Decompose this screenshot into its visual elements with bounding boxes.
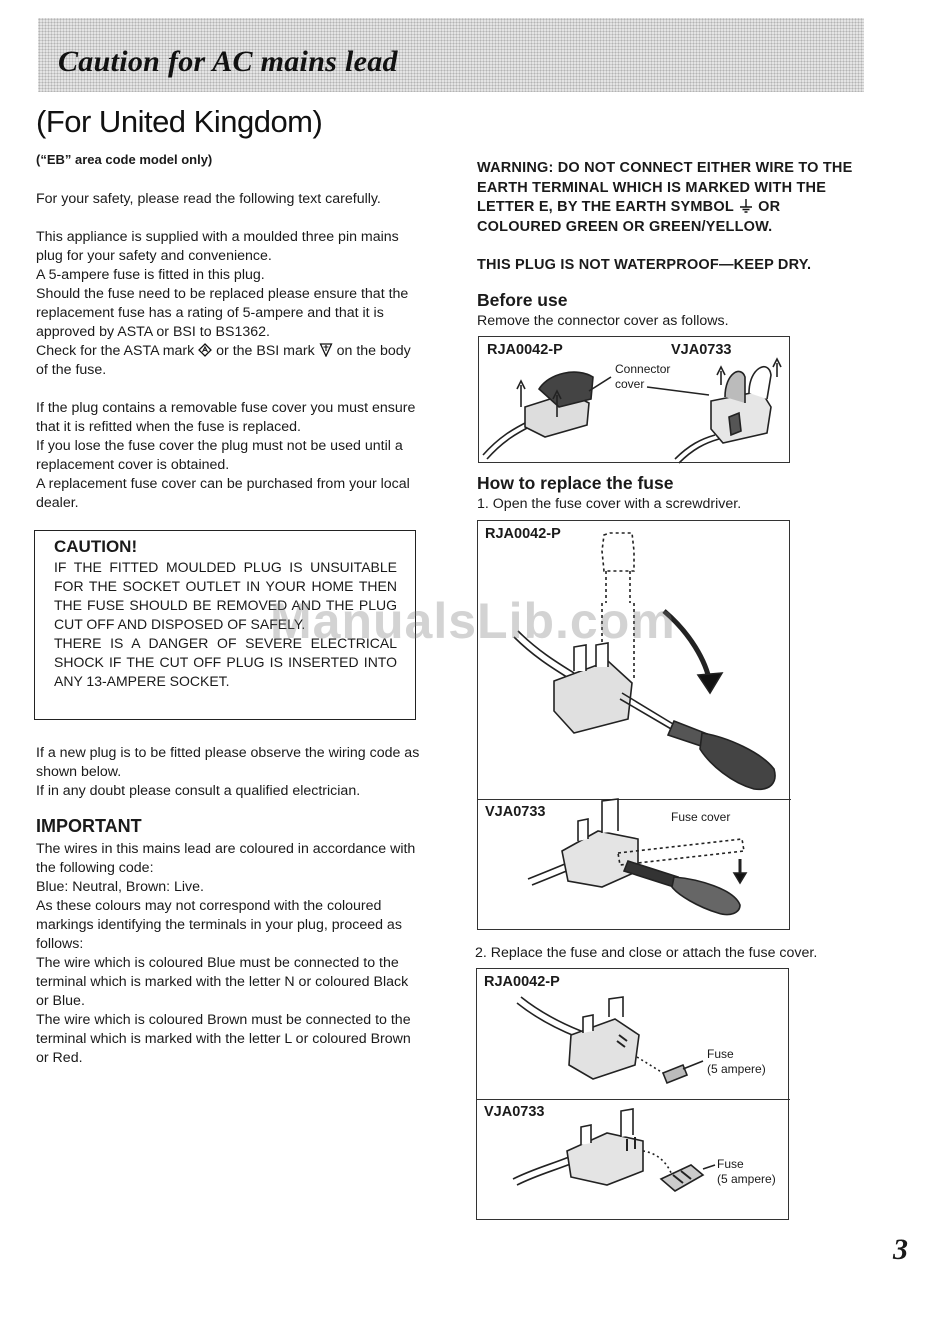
watermark: ManualsLib.com xyxy=(270,593,676,649)
step2-text: 2. Replace the fuse and close or attach … xyxy=(475,945,818,961)
new-plug-line-2: If in any doubt please consult a qualifi… xyxy=(36,783,361,799)
supply-line-2: A 5-ampere fuse is fitted in this plug. xyxy=(36,267,265,283)
cover-line-1: If the plug contains a removable fuse co… xyxy=(36,400,416,435)
new-plug-section: If a new plug is to be fitted please obs… xyxy=(36,744,420,801)
intro-section: For your safety, please read the followi… xyxy=(36,190,420,532)
header-banner xyxy=(38,18,864,92)
not-waterproof-text: THIS PLUG IS NOT WATERPROOF—KEEP DRY. xyxy=(477,257,812,273)
warning-text-b: OR COLOURED GREEN OR GREEN/YELLOW. xyxy=(477,199,781,235)
bsi-kitemark-icon xyxy=(319,343,333,358)
caution-text-2: THERE IS A DANGER OF SEVERE ELECTRICAL S… xyxy=(54,635,397,689)
check-text-b: or the BSI mark xyxy=(216,343,315,359)
connector-cover-figure: RJA0042-P VJA0733 Connector cover xyxy=(478,336,790,464)
asta-mark-icon xyxy=(198,343,213,357)
fig3-model-a: RJA0042-P xyxy=(484,974,560,990)
fuse-label-a: Fuse (5 ampere) xyxy=(707,1047,766,1076)
earth-symbol-icon xyxy=(739,199,752,213)
new-plug-line-1: If a new plug is to be fitted please obs… xyxy=(36,745,420,780)
important-line-4: The wire which is coloured Blue must be … xyxy=(36,955,409,1009)
fig2-model-b: VJA0733 xyxy=(485,804,546,820)
fig2-model-a: RJA0042-P xyxy=(485,526,561,542)
page-subtitle: (“EB” area code model only) xyxy=(36,152,213,167)
replace-fuse-figure: RJA0042-P VJA0733 Fuse (5 ampere) Fuse (… xyxy=(476,968,790,1220)
screwdriver-illustration xyxy=(513,532,776,916)
fuse-cover-label: Fuse cover xyxy=(671,810,731,824)
connector-cover-label: Connector cover xyxy=(615,362,671,391)
fuse-cover-paragraph: If the plug contains a removable fuse co… xyxy=(36,399,420,513)
supply-line-1: This appliance is supplied with a moulde… xyxy=(36,229,399,264)
check-text-c: on the body of the fuse. xyxy=(36,343,411,378)
supply-paragraph: This appliance is supplied with a moulde… xyxy=(36,228,420,380)
replace-fuse-title: How to replace the fuse xyxy=(477,473,674,493)
figure-divider xyxy=(478,799,791,800)
safety-text: For your safety, please read the followi… xyxy=(36,191,381,207)
before-use-title: Before use xyxy=(477,290,568,310)
banner-title: Caution for AC mains lead xyxy=(58,45,398,78)
caution-text-1: IF THE FITTED MOULDED PLUG IS UNSUITABLE… xyxy=(54,559,397,632)
figure-divider xyxy=(477,1099,790,1100)
open-fuse-cover-figure: RJA0042-P VJA0733 Fuse cover xyxy=(477,520,791,930)
caution-title: CAUTION! xyxy=(54,537,138,556)
warning-text: WARNING: DO NOT CONNECT EITHER WIRE TO T… xyxy=(477,159,867,237)
important-line-3: As these colours may not correspond with… xyxy=(36,898,402,952)
page-title: (For United Kingdom) xyxy=(36,104,323,139)
important-line-2: Blue: Neutral, Brown: Live. xyxy=(36,879,204,895)
cover-line-3: A replacement fuse cover can be purchase… xyxy=(36,476,410,511)
important-title: IMPORTANT xyxy=(36,816,142,836)
page-number: 3 xyxy=(893,1233,908,1266)
caution-box: CAUTION! IF THE FITTED MOULDED PLUG IS U… xyxy=(34,530,416,720)
fig1-model-b: VJA0733 xyxy=(671,342,732,358)
fuse-label-b: Fuse (5 ampere) xyxy=(717,1157,776,1186)
important-line-1: The wires in this mains lead are coloure… xyxy=(36,841,416,876)
important-section: The wires in this mains lead are coloure… xyxy=(36,840,420,1068)
warning-text-a: WARNING: DO NOT CONNECT EITHER WIRE TO T… xyxy=(477,160,853,215)
fig1-model-a: RJA0042-P xyxy=(487,342,563,358)
step1-text: 1. Open the fuse cover with a screwdrive… xyxy=(477,496,742,512)
important-line-5: The wire which is coloured Brown must be… xyxy=(36,1012,411,1066)
check-text-a: Check for the ASTA mark xyxy=(36,343,195,359)
fig3-model-b: VJA0733 xyxy=(484,1104,545,1120)
plug-illustration xyxy=(482,357,782,464)
fuse-illustration xyxy=(512,996,716,1192)
cover-line-2: If you lose the fuse cover the plug must… xyxy=(36,438,403,473)
supply-line-3: Should the fuse need to be replaced plea… xyxy=(36,286,409,340)
before-use-text: Remove the connector cover as follows. xyxy=(477,313,729,329)
